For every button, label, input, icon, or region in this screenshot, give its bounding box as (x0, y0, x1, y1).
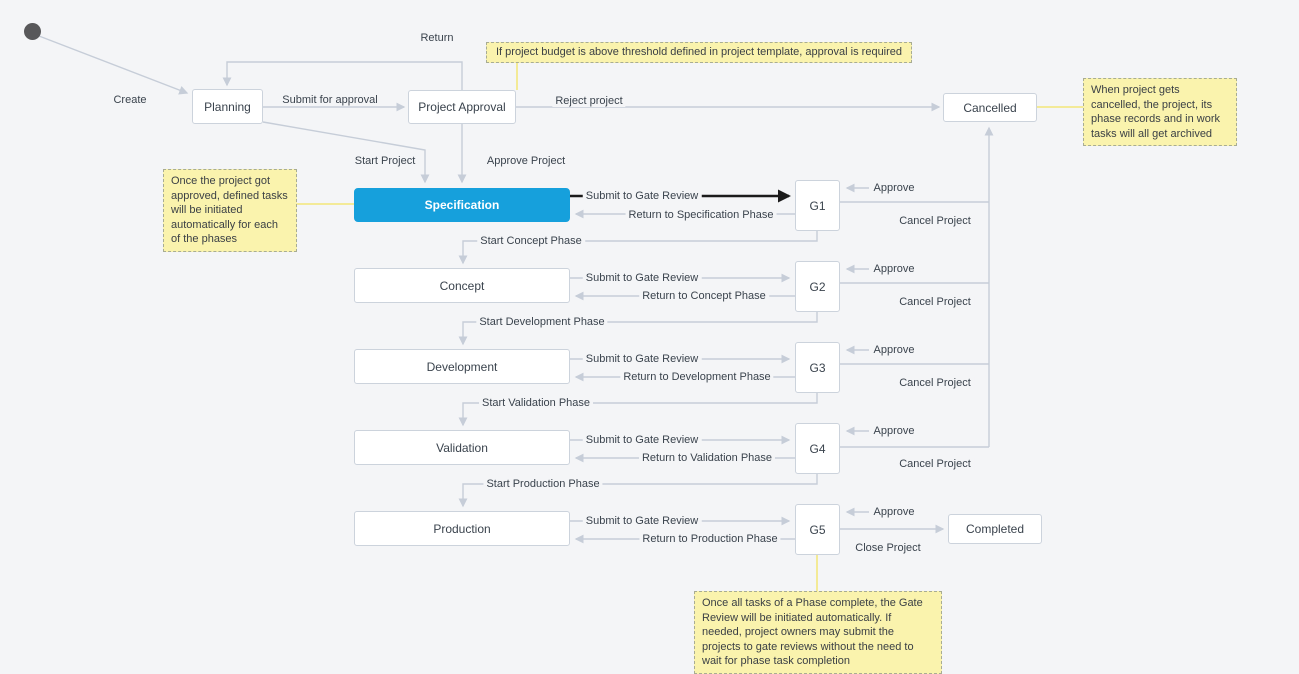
edge-label-approve-g1: Approve (870, 182, 918, 194)
edge-label-return-specification: Return to Specification Phase (625, 209, 777, 221)
node-g2-label: G2 (809, 279, 826, 294)
node-gate-g2[interactable]: G2 (795, 261, 840, 312)
edge-label-submit-gate-review-2: Submit to Gate Review (582, 272, 702, 284)
node-gate-g1[interactable]: G1 (795, 180, 840, 231)
node-development-label: Development (426, 359, 498, 374)
edge-label-approve-g3: Approve (870, 344, 918, 356)
edge-label-approve-project: Approve Project (483, 155, 569, 167)
edge-label-cancel-project-g2: Cancel Project (896, 296, 974, 308)
node-gate-g5[interactable]: G5 (795, 504, 840, 555)
edge-label-return-concept: Return to Concept Phase (639, 290, 769, 302)
node-planning[interactable]: Planning (192, 89, 263, 124)
edge-label-cancel-project-g3: Cancel Project (896, 377, 974, 389)
node-concept-label: Concept (439, 278, 485, 293)
edge-label-approve-g2: Approve (870, 263, 918, 275)
node-cancelled[interactable]: Cancelled (943, 93, 1037, 122)
node-gate-g4[interactable]: G4 (795, 423, 840, 474)
edge-label-create: Create (110, 94, 150, 106)
node-phase-validation[interactable]: Validation (354, 430, 570, 465)
note-gate-review-auto: Once all tasks of a Phase complete, the … (694, 591, 942, 674)
edge-label-start-production: Start Production Phase (483, 478, 603, 490)
edge-label-approve-g5: Approve (870, 506, 918, 518)
node-phase-specification[interactable]: Specification (354, 188, 570, 222)
edge-label-return-production: Return to Production Phase (639, 533, 781, 545)
edge-label-submit-gate-review-5: Submit to Gate Review (582, 515, 702, 527)
node-gate-g3[interactable]: G3 (795, 342, 840, 393)
edge-label-cancel-project-g1: Cancel Project (896, 215, 974, 227)
edge-label-submit-gate-review-3: Submit to Gate Review (582, 353, 702, 365)
node-project-approval[interactable]: Project Approval (408, 90, 516, 124)
edge-label-start-project: Start Project (351, 155, 419, 167)
edge-label-start-validation: Start Validation Phase (478, 397, 594, 409)
start-node[interactable] (24, 23, 41, 40)
edge-label-approve-g4: Approve (870, 425, 918, 437)
node-validation-label: Validation (436, 440, 488, 455)
node-phase-development[interactable]: Development (354, 349, 570, 384)
node-planning-label: Planning (204, 99, 251, 114)
node-g3-label: G3 (809, 360, 826, 375)
node-g5-label: G5 (809, 522, 826, 537)
note-cancelled-archive: When project gets cancelled, the project… (1083, 78, 1237, 147)
node-g1-label: G1 (809, 198, 826, 213)
node-cancelled-label: Cancelled (963, 100, 1017, 115)
node-completed[interactable]: Completed (948, 514, 1042, 544)
edge-label-return: Return (417, 32, 457, 44)
edge-label-submit-gate-review-4: Submit to Gate Review (582, 434, 702, 446)
edge-label-start-development: Start Development Phase (476, 316, 608, 328)
edge-label-return-development: Return to Development Phase (620, 371, 774, 383)
node-specification-label: Specification (424, 198, 500, 212)
node-g4-label: G4 (809, 441, 826, 456)
edge-label-submit-gate-review-1: Submit to Gate Review (582, 190, 702, 202)
edge-label-start-concept: Start Concept Phase (477, 235, 585, 247)
note-auto-task-initiation: Once the project got approved, defined t… (163, 169, 297, 252)
edge-label-close-project: Close Project (852, 542, 924, 554)
note-budget-threshold: If project budget is above threshold def… (486, 42, 913, 63)
node-project-approval-label: Project Approval (418, 100, 506, 114)
edge-label-cancel-project-g4: Cancel Project (896, 458, 974, 470)
edge-label-submit-for-approval: Submit for approval (279, 94, 381, 106)
node-production-label: Production (433, 521, 491, 536)
edge-label-reject-project: Reject project (552, 95, 626, 107)
node-completed-label: Completed (965, 522, 1025, 536)
node-phase-production[interactable]: Production (354, 511, 570, 546)
edge-label-return-validation: Return to Validation Phase (638, 452, 776, 464)
node-phase-concept[interactable]: Concept (354, 268, 570, 303)
